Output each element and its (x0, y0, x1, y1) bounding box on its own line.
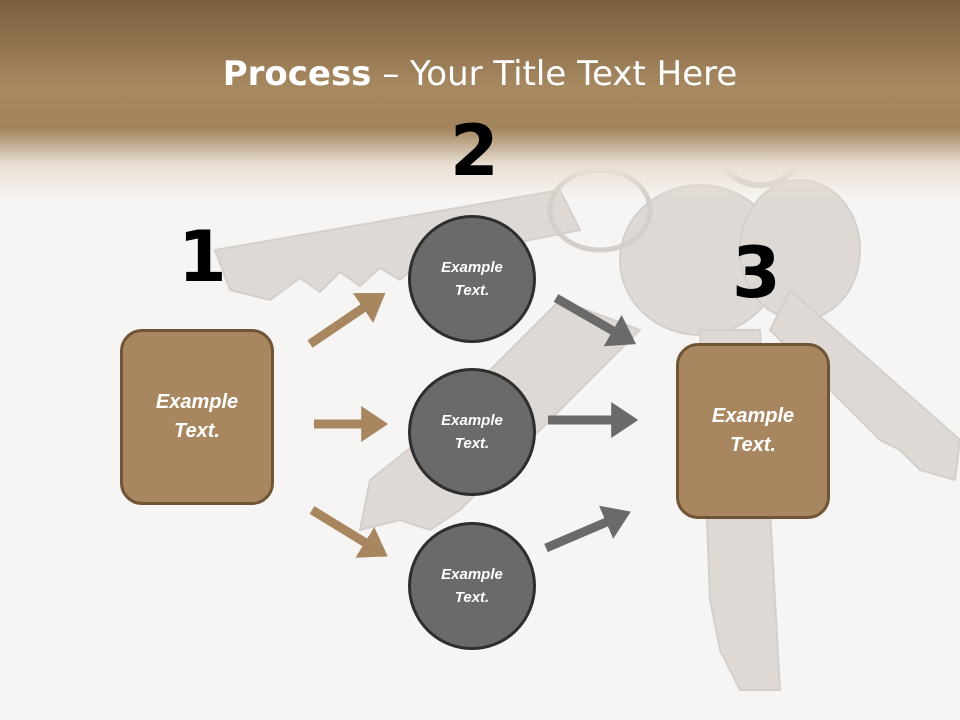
circle-bottom-text-line2: Text. (454, 589, 490, 606)
step-1-text-line2: Text. (174, 420, 220, 442)
step-1-box: Example Text. (120, 329, 274, 505)
step-3-text-line2: Text. (730, 434, 776, 456)
circle-top-text-line2: Text. (454, 282, 490, 299)
header-band (0, 0, 960, 200)
arrow-circle-top-to-3 (553, 294, 637, 347)
arrow-circle-bottom-to-3 (544, 505, 631, 553)
step-number-2: 2 (450, 110, 499, 192)
title-rest: – Your Title Text Here (371, 54, 738, 94)
arrow-1-to-circle-bottom (309, 506, 388, 558)
circle-top-text-line1: Example (441, 259, 503, 276)
circle-bottom: Example Text. (408, 522, 536, 650)
title-bold: Process (222, 54, 372, 94)
step-number-3: 3 (732, 232, 781, 314)
circle-bottom-text-line1: Example (441, 566, 503, 583)
step-3-text-line1: Example (711, 405, 795, 427)
step-1-text-line1: Example (155, 391, 239, 413)
step-3-box: Example Text. (676, 343, 830, 519)
step-number-1: 1 (178, 216, 227, 298)
circle-middle-text-line1: Example (441, 412, 503, 429)
circle-middle: Example Text. (408, 368, 536, 496)
page-title: Process – Your Title Text Here (0, 52, 960, 96)
circle-top: Example Text. (408, 215, 536, 343)
arrow-1-to-circle-top (307, 292, 386, 348)
circle-middle-text-line2: Text. (454, 435, 490, 452)
